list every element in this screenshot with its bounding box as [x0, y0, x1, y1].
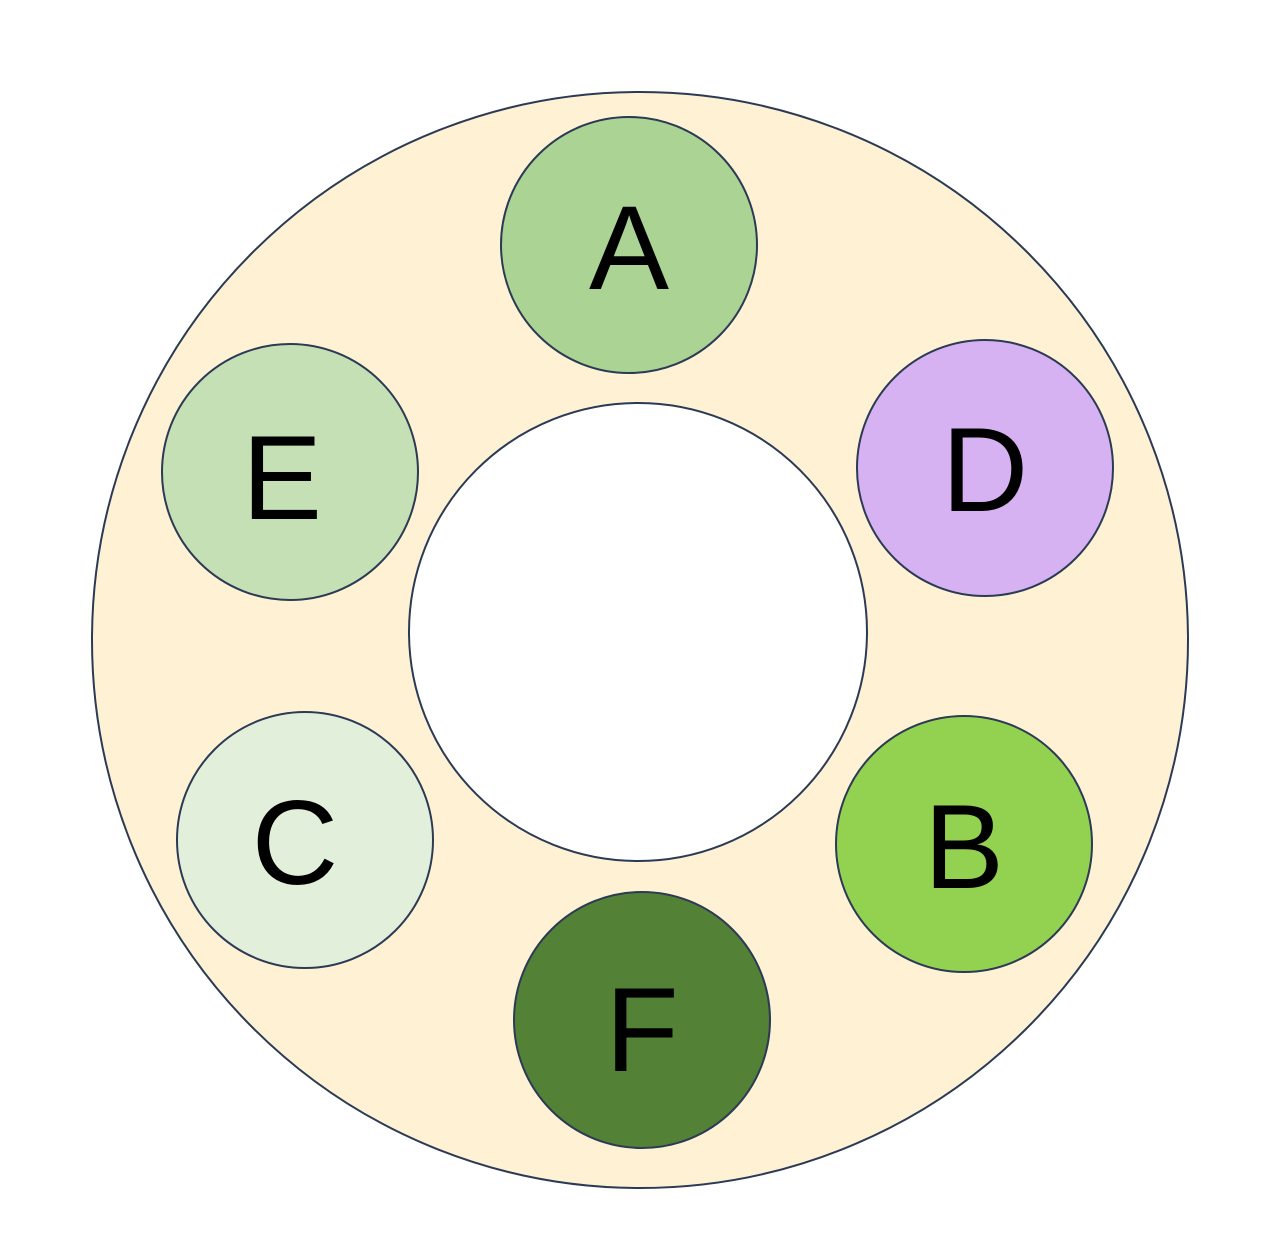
node-d-circle — [856, 339, 1114, 597]
node-b: B — [835, 715, 1093, 973]
node-d-label: D — [942, 403, 1029, 537]
node-b-label: B — [924, 780, 1004, 914]
node-c-circle — [176, 711, 434, 969]
node-a-label: A — [589, 181, 669, 315]
node-f-label: F — [605, 963, 678, 1097]
node-b-circle — [835, 715, 1093, 973]
node-a-circle — [500, 116, 758, 374]
node-c-label: C — [252, 776, 339, 910]
node-a: A — [500, 116, 758, 374]
node-e-label: E — [242, 411, 322, 545]
node-e-circle — [161, 343, 419, 601]
node-c: C — [176, 711, 434, 969]
node-f: F — [513, 891, 771, 1149]
center-hole — [408, 402, 868, 862]
node-f-circle — [513, 891, 771, 1149]
node-d: D — [856, 339, 1114, 597]
node-e: E — [161, 343, 419, 601]
